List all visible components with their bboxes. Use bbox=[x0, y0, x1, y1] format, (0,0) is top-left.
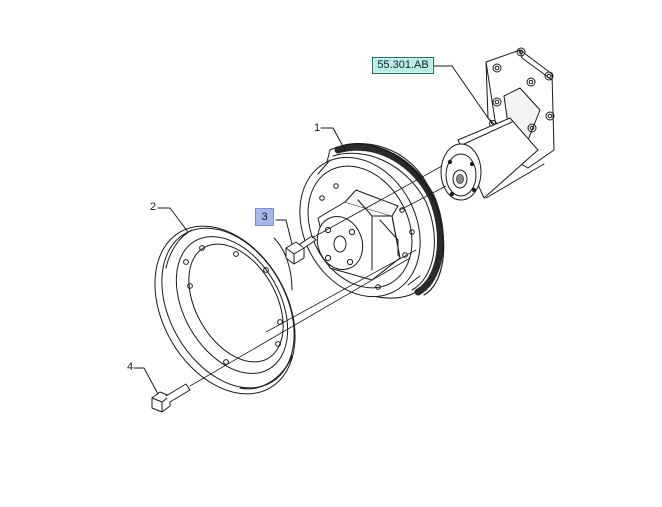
leader-2 bbox=[157, 207, 189, 233]
leader-1 bbox=[320, 127, 346, 151]
leader-3 bbox=[275, 219, 293, 245]
callout-1[interactable]: 1 bbox=[314, 122, 321, 134]
pump-housing bbox=[440, 47, 555, 201]
leader-4 bbox=[133, 367, 159, 395]
callout-3-highlighted[interactable]: 3 bbox=[255, 208, 274, 226]
callout-4[interactable]: 4 bbox=[127, 361, 134, 373]
assembly-lines bbox=[189, 165, 447, 387]
bolt-small bbox=[285, 235, 317, 265]
pulley-assembly bbox=[299, 143, 445, 299]
reference-link[interactable]: 55.301.AB bbox=[372, 57, 434, 74]
bolt-long bbox=[151, 383, 191, 413]
callout-2[interactable]: 2 bbox=[150, 201, 157, 213]
reference-leader bbox=[433, 65, 496, 129]
pulley-ring bbox=[154, 225, 296, 395]
